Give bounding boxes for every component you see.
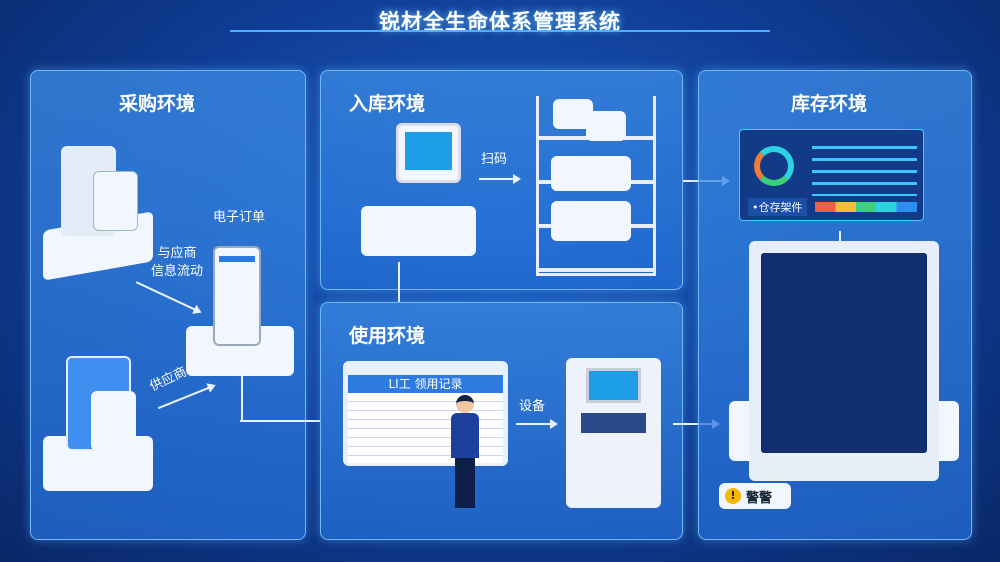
shelf-label: •仓存架件 bbox=[748, 198, 807, 216]
monitor-icon bbox=[749, 241, 939, 481]
kiosk-icon bbox=[566, 358, 661, 508]
box-icon bbox=[586, 111, 626, 141]
box-icon bbox=[551, 201, 631, 241]
flow-label: 与应商 信息流动 bbox=[151, 246, 204, 279]
color-bar bbox=[815, 202, 917, 212]
phone-icon bbox=[213, 246, 261, 346]
sheet-title: LI工 领用记录 bbox=[348, 375, 503, 393]
usage-panel: 使用环境 LI工 领用记录 设备 bbox=[320, 302, 683, 540]
progress-bars bbox=[812, 146, 917, 196]
flow-arrow bbox=[135, 281, 201, 313]
warning-icon: ! bbox=[725, 488, 741, 504]
supplier-document-icon bbox=[91, 391, 136, 451]
sheet-table bbox=[348, 393, 503, 463]
box-icon bbox=[551, 156, 631, 191]
supplier-label: 供应商 bbox=[147, 364, 190, 395]
alert-badge: ! 警警 bbox=[719, 483, 791, 509]
panel-title: 采购环境 bbox=[119, 93, 196, 115]
panel-title: 入库环境 bbox=[349, 93, 426, 115]
inventory-panel: 库存环境 •仓存架件 ! 警警 bbox=[698, 70, 972, 540]
panel-title: 使用环境 bbox=[349, 325, 426, 347]
person-icon bbox=[451, 395, 479, 515]
connector bbox=[241, 376, 243, 421]
document-icon bbox=[93, 171, 138, 231]
procurement-panel: 采购环境 电子订单 与应商 信息流动 供应商 bbox=[30, 70, 306, 540]
device-arrow bbox=[516, 419, 558, 429]
order-label: 电子订单 bbox=[213, 210, 266, 225]
device-label: 设备 bbox=[519, 399, 546, 414]
panel-title: 库存环境 bbox=[791, 93, 868, 115]
alert-label: 警警 bbox=[746, 490, 773, 506]
up-connector bbox=[398, 262, 400, 302]
record-sheet: LI工 领用记录 bbox=[343, 361, 508, 466]
title-divider bbox=[230, 30, 770, 32]
computer-icon bbox=[396, 123, 461, 183]
connector bbox=[240, 420, 320, 422]
terminal-base bbox=[361, 206, 476, 256]
clock-chart-icon bbox=[754, 146, 794, 186]
scan-label: 扫码 bbox=[481, 152, 508, 167]
dashboard-screen: •仓存架件 bbox=[739, 129, 924, 221]
inbound-panel: 入库环境 扫码 bbox=[320, 70, 683, 290]
scan-arrow bbox=[479, 174, 521, 184]
